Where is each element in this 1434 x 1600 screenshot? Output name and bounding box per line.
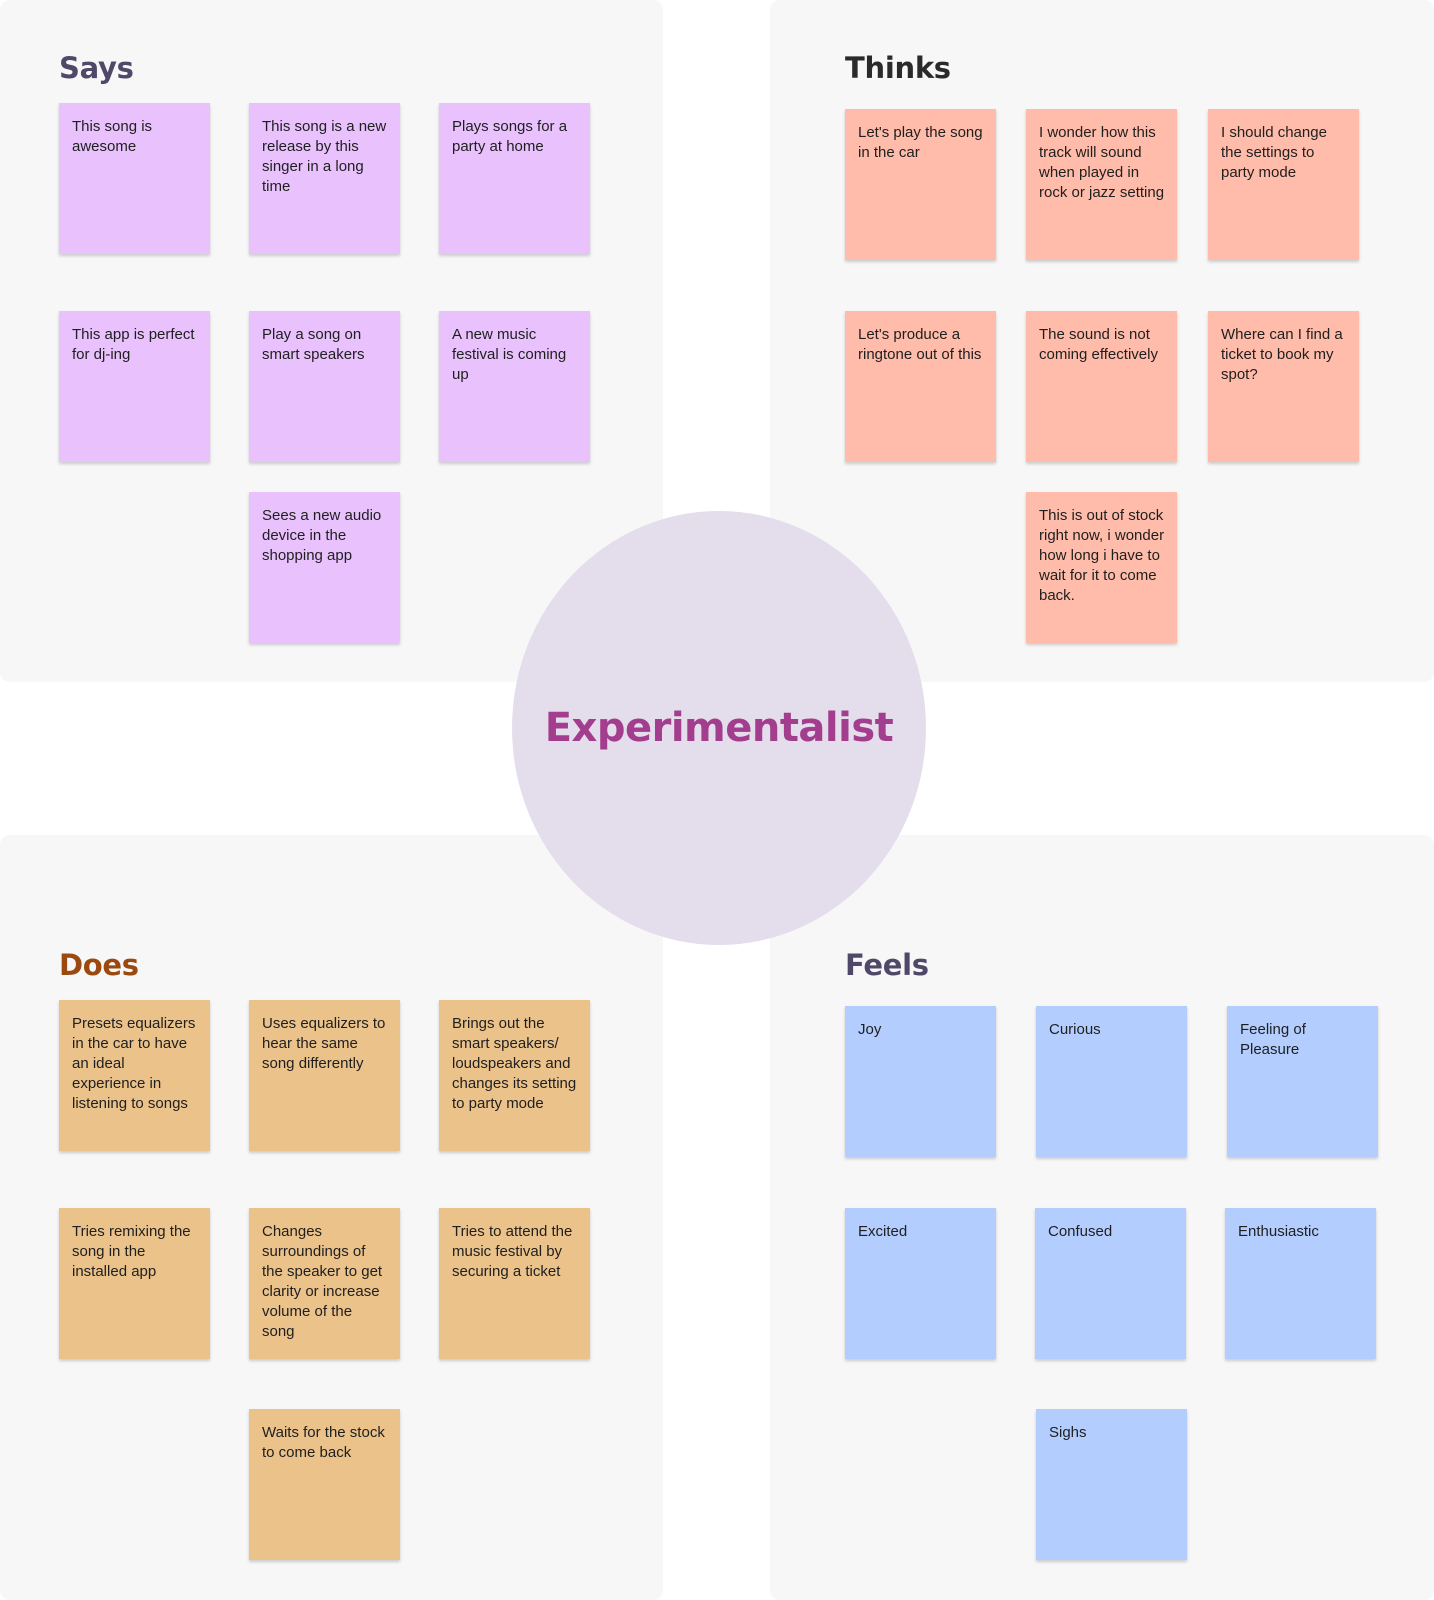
persona-label: Experimentalist	[544, 705, 894, 751]
says-note[interactable]: Play a song on smart speakers	[249, 311, 400, 462]
thinks-note[interactable]: Let's play the song in the car	[845, 109, 996, 260]
feels-note[interactable]: Excited	[845, 1208, 996, 1359]
does-note[interactable]: Tries to attend the music festival by se…	[439, 1208, 590, 1359]
does-note[interactable]: Changes surroundings of the speaker to g…	[249, 1208, 400, 1359]
says-note[interactable]: This song is a new release by this singe…	[249, 103, 400, 254]
thinks-note[interactable]: I wonder how this track will sound when …	[1026, 109, 1177, 260]
does-note[interactable]: Tries remixing the song in the installed…	[59, 1208, 210, 1359]
does-note[interactable]: Waits for the stock to come back	[249, 1409, 400, 1560]
thinks-note[interactable]: Where can I find a ticket to book my spo…	[1208, 311, 1359, 462]
feels-note[interactable]: Enthusiastic	[1225, 1208, 1376, 1359]
says-note[interactable]: This app is perfect for dj-ing	[59, 311, 210, 462]
thinks-heading: Thinks	[845, 51, 951, 85]
says-heading: Says	[59, 51, 134, 85]
thinks-note[interactable]: I should change the settings to party mo…	[1208, 109, 1359, 260]
does-heading: Does	[59, 948, 139, 982]
says-note[interactable]: A new music festival is coming up	[439, 311, 590, 462]
feels-note[interactable]: Confused	[1035, 1208, 1186, 1359]
feels-note[interactable]: Feeling of Pleasure	[1227, 1006, 1378, 1157]
feels-heading: Feels	[845, 948, 929, 982]
feels-note[interactable]: Curious	[1036, 1006, 1187, 1157]
thinks-note[interactable]: This is out of stock right now, i wonder…	[1026, 492, 1177, 643]
thinks-note[interactable]: Let's produce a ringtone out of this	[845, 311, 996, 462]
feels-note[interactable]: Joy	[845, 1006, 996, 1157]
says-note[interactable]: This song is awesome	[59, 103, 210, 254]
does-note[interactable]: Brings out the smart speakers/ loudspeak…	[439, 1000, 590, 1151]
says-note[interactable]: Plays songs for a party at home	[439, 103, 590, 254]
says-note[interactable]: Sees a new audio device in the shopping …	[249, 492, 400, 643]
thinks-note[interactable]: The sound is not coming effectively	[1026, 311, 1177, 462]
does-note[interactable]: Uses equalizers to hear the same song di…	[249, 1000, 400, 1151]
persona-circle: Experimentalist	[512, 511, 926, 945]
does-note[interactable]: Presets equalizers in the car to have an…	[59, 1000, 210, 1151]
feels-note[interactable]: Sighs	[1036, 1409, 1187, 1560]
